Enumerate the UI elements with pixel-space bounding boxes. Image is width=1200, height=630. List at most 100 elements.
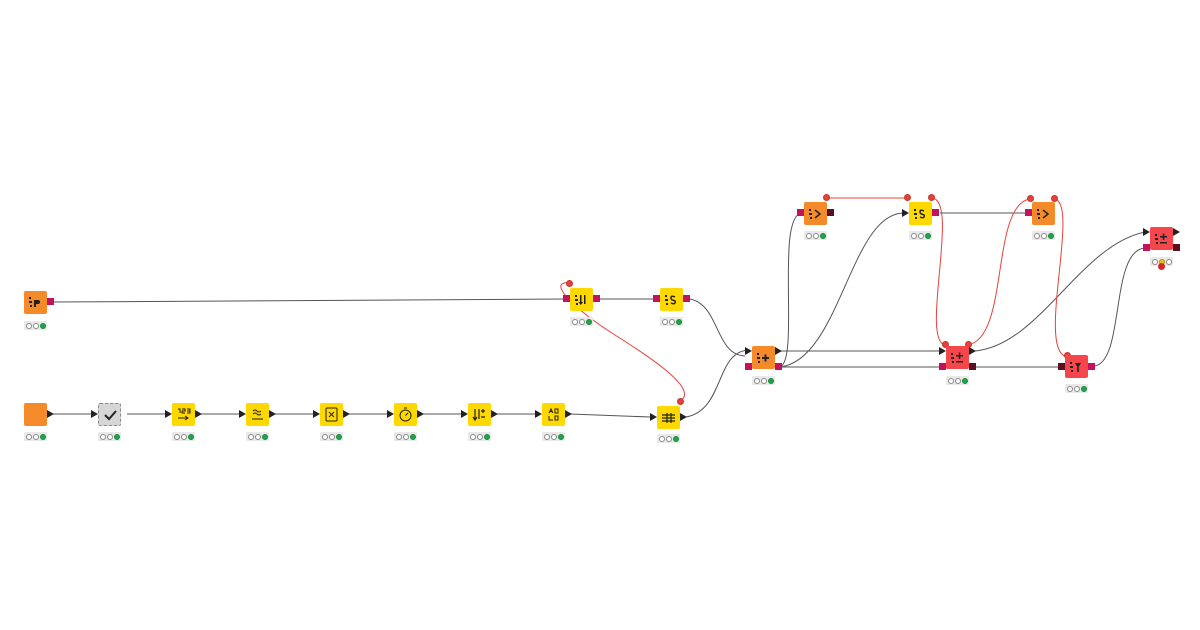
rename-icon xyxy=(548,407,559,421)
status-indicator xyxy=(660,317,683,326)
transform-icon xyxy=(1037,209,1050,219)
status-indicator xyxy=(320,432,343,441)
connection-rename-to-filter xyxy=(569,413,651,418)
status-indicator xyxy=(172,432,195,441)
learner-icon xyxy=(757,353,769,363)
port-in-table[interactable] xyxy=(165,410,172,418)
status-indicator xyxy=(657,434,680,443)
flow-variable-port[interactable] xyxy=(823,194,830,201)
port-in-model[interactable] xyxy=(939,363,946,370)
node-column-rename[interactable] xyxy=(542,403,565,426)
port-in-table[interactable] xyxy=(939,347,946,355)
node-predictor-low[interactable] xyxy=(1065,355,1088,378)
flow-variable-model-writer-to-filter xyxy=(560,282,686,402)
port-in-table[interactable] xyxy=(535,410,542,418)
port-in-model[interactable] xyxy=(653,295,660,302)
normalize-icon xyxy=(252,409,263,420)
port-in-table[interactable] xyxy=(1143,228,1150,236)
connection-learner-to-scorer-top xyxy=(779,212,904,368)
port-in-table[interactable] xyxy=(650,413,657,421)
node-predictor-end[interactable] xyxy=(1150,227,1173,250)
node-normalizer[interactable] xyxy=(246,403,269,426)
status-indicator xyxy=(98,432,121,441)
status-indicator xyxy=(1150,257,1173,266)
port-out-table[interactable] xyxy=(565,410,572,418)
connection-filter-to-learner xyxy=(685,349,751,418)
error-icon xyxy=(1158,263,1165,270)
port-out-table[interactable] xyxy=(269,410,276,418)
port-in-model[interactable] xyxy=(1025,209,1032,216)
node-transformer-top-right[interactable] xyxy=(1032,202,1055,225)
connection-learner-to-transformer-a xyxy=(779,212,803,368)
port-out-table[interactable] xyxy=(47,410,54,418)
port-in-model[interactable] xyxy=(745,363,752,370)
status-indicator xyxy=(394,432,417,441)
port-out-model[interactable] xyxy=(775,363,782,370)
port-in-model[interactable] xyxy=(1058,363,1065,370)
flow-variable-port[interactable] xyxy=(1027,195,1034,202)
port-out-table[interactable] xyxy=(195,410,202,418)
port-out-model[interactable] xyxy=(932,209,939,216)
node-predictor-mid[interactable] xyxy=(946,346,969,369)
port-out-model[interactable] xyxy=(683,295,690,302)
port-out-table[interactable] xyxy=(1173,228,1180,236)
status-indicator xyxy=(752,376,775,385)
port-out-table[interactable] xyxy=(491,410,498,418)
status-indicator xyxy=(24,321,47,330)
flow-variable-port[interactable] xyxy=(904,194,911,201)
port-out-table[interactable] xyxy=(969,347,976,355)
status-indicator xyxy=(909,231,932,240)
predictor-icon xyxy=(1155,233,1167,244)
connection-predictor-low-to-end xyxy=(1094,247,1146,367)
connection-reader-to-model-writer xyxy=(53,298,564,303)
node-learner[interactable] xyxy=(752,346,775,369)
port-out-table[interactable] xyxy=(343,410,350,418)
port-out-model[interactable] xyxy=(1173,244,1180,251)
predictor-icon xyxy=(951,352,963,363)
port-out-model[interactable] xyxy=(593,295,600,302)
port-out-model[interactable] xyxy=(47,298,54,305)
port-in-table[interactable] xyxy=(461,410,468,418)
node-math-formula[interactable] xyxy=(320,403,343,426)
port-out-model[interactable] xyxy=(1088,363,1095,370)
predictor-arrow-icon xyxy=(1070,362,1081,372)
status-indicator xyxy=(946,376,969,385)
node-timer[interactable] xyxy=(394,403,417,426)
port-in-table[interactable] xyxy=(745,347,752,355)
number-convert-icon xyxy=(178,408,191,421)
port-in-model[interactable] xyxy=(563,295,570,302)
node-model-writer-mid[interactable] xyxy=(570,288,593,311)
node-component[interactable] xyxy=(98,403,121,426)
flow-variable-port[interactable] xyxy=(677,398,684,405)
status-indicator xyxy=(468,432,491,441)
flow-variable-port[interactable] xyxy=(928,194,935,201)
timer-icon xyxy=(399,407,412,422)
port-out-model[interactable] xyxy=(827,209,834,216)
scorer-icon xyxy=(914,209,926,219)
sort-down-icon xyxy=(575,295,586,305)
port-in-table[interactable] xyxy=(239,410,246,418)
port-out-table[interactable] xyxy=(417,410,424,418)
node-reader-top[interactable] xyxy=(24,291,47,314)
port-out-model[interactable] xyxy=(969,363,976,370)
port-in-table[interactable] xyxy=(313,410,320,418)
port-in-table[interactable] xyxy=(902,209,909,217)
node-row-filter[interactable] xyxy=(657,406,680,429)
status-indicator xyxy=(570,317,593,326)
node-sorter[interactable] xyxy=(468,403,491,426)
port-out-table[interactable] xyxy=(680,413,687,421)
flow-variable-port[interactable] xyxy=(566,280,573,287)
node-source-bottom[interactable] xyxy=(24,403,47,426)
node-scorer-s-top[interactable] xyxy=(909,202,932,225)
node-transformer-top-left[interactable] xyxy=(804,202,827,225)
port-in-model[interactable] xyxy=(797,209,804,216)
port-in-table[interactable] xyxy=(91,410,98,418)
port-in-table[interactable] xyxy=(387,410,394,418)
port-in-model[interactable] xyxy=(1143,244,1150,251)
table-reader-icon xyxy=(29,297,40,307)
port-out-table[interactable] xyxy=(775,347,782,355)
flow-variable-port[interactable] xyxy=(1051,195,1058,202)
node-number-to-string[interactable] xyxy=(172,403,195,426)
node-scorer-s-mid[interactable] xyxy=(660,288,683,311)
